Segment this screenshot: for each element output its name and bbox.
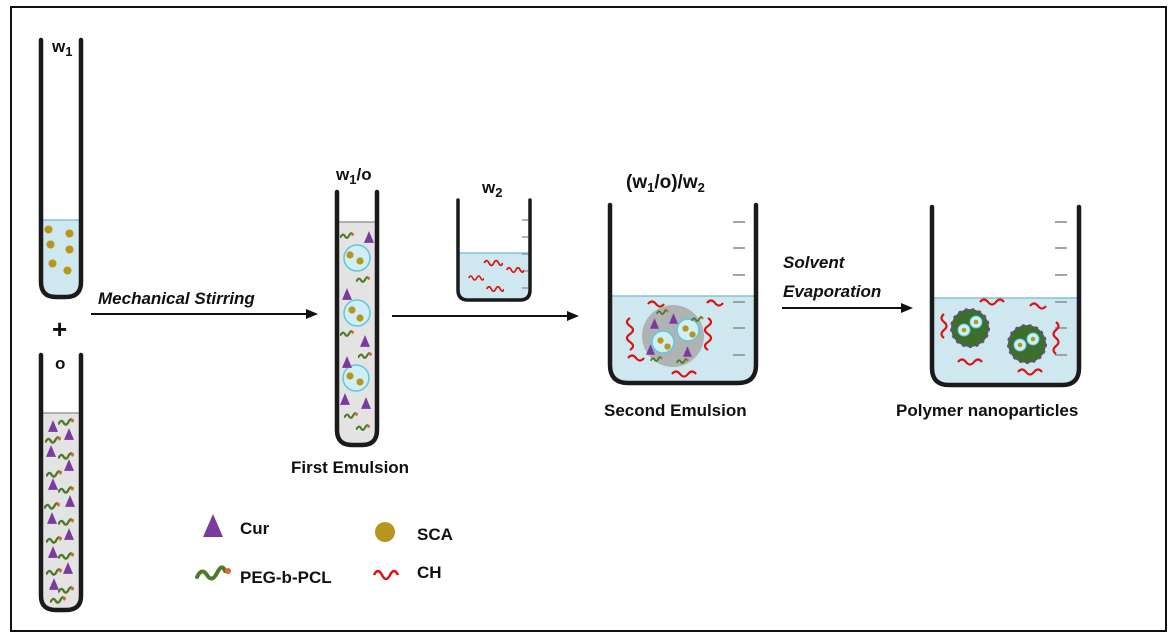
wavy-chain-icon (372, 569, 400, 581)
label-polymer-nanoparticles: Polymer nanoparticles (896, 401, 1078, 420)
arrow-solvent-evaporation (782, 303, 913, 313)
svg-text:Cur: Cur (240, 519, 270, 538)
legend: Cur PEG-b-PCL SCA CH (195, 514, 453, 587)
arrow-mechanical-stirring (91, 309, 318, 319)
label-w1o: w1/o (335, 165, 372, 187)
label-solvent: Solvent (783, 253, 846, 272)
svg-text:CH: CH (417, 563, 442, 582)
plus-sign: + (52, 314, 67, 344)
emulsion-droplet (642, 305, 704, 367)
label-second-emulsion: Second Emulsion (604, 401, 747, 420)
legend-ch: CH (372, 563, 442, 582)
beaker-nanoparticles (929, 204, 1082, 388)
water-droplets-w1o (342, 244, 371, 392)
label-o: o (55, 354, 65, 373)
legend-sca: SCA (375, 522, 453, 544)
triangle-icon (203, 514, 223, 537)
circle-icon (375, 522, 395, 542)
label-w1: w1 (51, 37, 72, 59)
label-evaporation: Evaporation (783, 282, 881, 301)
arrow-to-second-emulsion (392, 311, 579, 321)
svg-text:SCA: SCA (417, 525, 453, 544)
label-mechanical-stirring: Mechanical Stirring (98, 289, 255, 308)
nanoparticle-2 (1007, 324, 1047, 364)
legend-cur: Cur (203, 514, 270, 538)
legend-peg: PEG-b-PCL (195, 565, 332, 587)
ch-chains-nanoparticles (940, 298, 1060, 376)
frame-border (10, 6, 1167, 632)
svg-text:PEG-b-PCL: PEG-b-PCL (240, 568, 332, 587)
beaker-w2 (456, 198, 532, 302)
label-w2: w2 (481, 178, 502, 200)
nanoparticle-1 (950, 308, 990, 348)
tube-first-emulsion (334, 189, 380, 448)
tube-o (38, 352, 84, 613)
wavy-polymer-icon (195, 565, 227, 581)
tube-w1 (38, 37, 84, 300)
label-w1o-w2: (w1/o)/w2 (626, 172, 705, 195)
label-first-emulsion: First Emulsion (291, 458, 409, 477)
beaker-second-emulsion (607, 202, 759, 386)
ch-chains-second (625, 299, 724, 378)
